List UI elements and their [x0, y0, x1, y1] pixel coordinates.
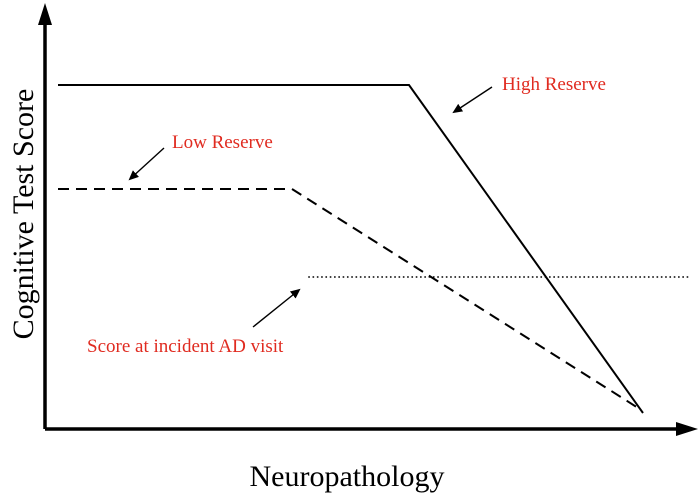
annotation-arrow-icon	[128, 147, 165, 181]
series-layer	[58, 84, 689, 414]
annotation-label-low-reserve: Low Reserve	[172, 132, 273, 153]
annotation-label-score-at-incident-ad-visit: Score at incident AD visit	[87, 336, 284, 357]
y-axis-arrowhead-icon	[38, 3, 52, 25]
x-axis-title: Neuropathology	[250, 460, 445, 493]
series-line-high-reserve	[58, 84, 644, 414]
y-axis-title: Cognitive Test Score	[7, 89, 40, 340]
x-axis-arrowhead-icon	[676, 422, 698, 436]
annotation-arrow-icon	[252, 288, 301, 328]
annotation-arrow-icon	[452, 86, 493, 114]
series-line-low-reserve	[58, 188, 641, 410]
annotation-label-high-reserve: High Reserve	[502, 74, 606, 95]
